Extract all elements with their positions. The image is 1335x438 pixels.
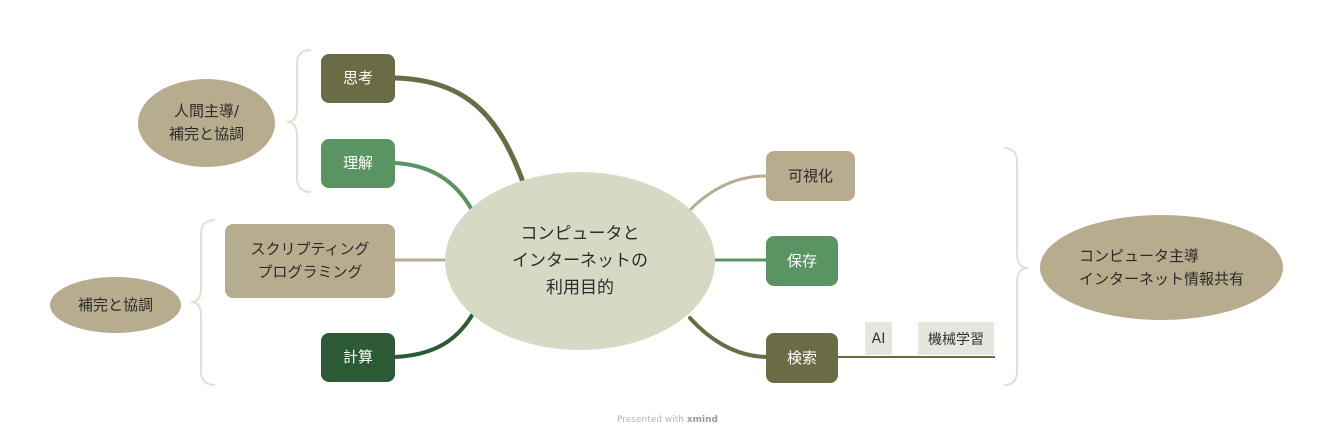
connector-calculation [393, 310, 476, 359]
central-topic[interactable]: コンピュータと インターネットの 利用目的 [445, 172, 715, 350]
connector-understanding [393, 161, 474, 212]
bracket-human-led [286, 49, 312, 193]
bracket-computer-led [1003, 147, 1029, 386]
connector-thinking [392, 75, 526, 185]
summary-human-led[interactable]: 人間主導/ 補完と協調 [138, 79, 275, 167]
topic-scripting-programming[interactable]: スクリプティング プログラミング [225, 224, 395, 298]
summary-label: インターネット情報共有 [1078, 269, 1244, 288]
central-topic-line: コンピュータと [520, 223, 640, 244]
central-topic-line: 利用目的 [546, 277, 614, 298]
summary-complement[interactable]: 補完と協調 [50, 277, 181, 333]
summary-label: 補完と協調 [77, 295, 153, 314]
central-topic-line: インターネットの [512, 250, 648, 271]
label-ai[interactable]: AI [865, 322, 892, 355]
connector-search [688, 316, 768, 359]
label-text: AI [871, 330, 886, 347]
topic-label: 検索 [786, 348, 817, 367]
topic-thinking[interactable]: 思考 [321, 54, 395, 103]
label-text: 機械学習 [928, 331, 984, 348]
topic-label: 可視化 [787, 166, 833, 185]
footer-prefix: Presented with [617, 415, 684, 425]
topic-label: スクリプティング [250, 240, 370, 258]
topic-label: 計算 [342, 348, 373, 366]
summary-label: 人間主導/ [173, 102, 240, 120]
topic-understanding[interactable]: 理解 [321, 139, 395, 188]
topic-label: 保存 [786, 251, 817, 270]
summary-computer-led[interactable]: コンピュータ主導 インターネット情報共有 [1040, 215, 1283, 320]
footer-credit: Presented with xmind [0, 415, 1335, 425]
connector-visualization [688, 174, 767, 212]
summary-label: コンピュータ主導 [1078, 246, 1199, 265]
summary-label: 補完と協調 [168, 125, 244, 143]
topic-label: 思考 [342, 69, 373, 87]
label-machine-learning[interactable]: 機械学習 [918, 322, 994, 355]
bracket-complement [190, 219, 216, 386]
topic-calculation[interactable]: 計算 [321, 333, 395, 382]
topic-label: プログラミング [257, 263, 363, 281]
topic-storage[interactable]: 保存 [766, 236, 838, 286]
footer-brand: xmind [686, 415, 718, 425]
topic-visualization[interactable]: 可視化 [766, 151, 855, 201]
topic-label: 理解 [342, 154, 373, 172]
topic-search[interactable]: 検索 [766, 333, 838, 383]
